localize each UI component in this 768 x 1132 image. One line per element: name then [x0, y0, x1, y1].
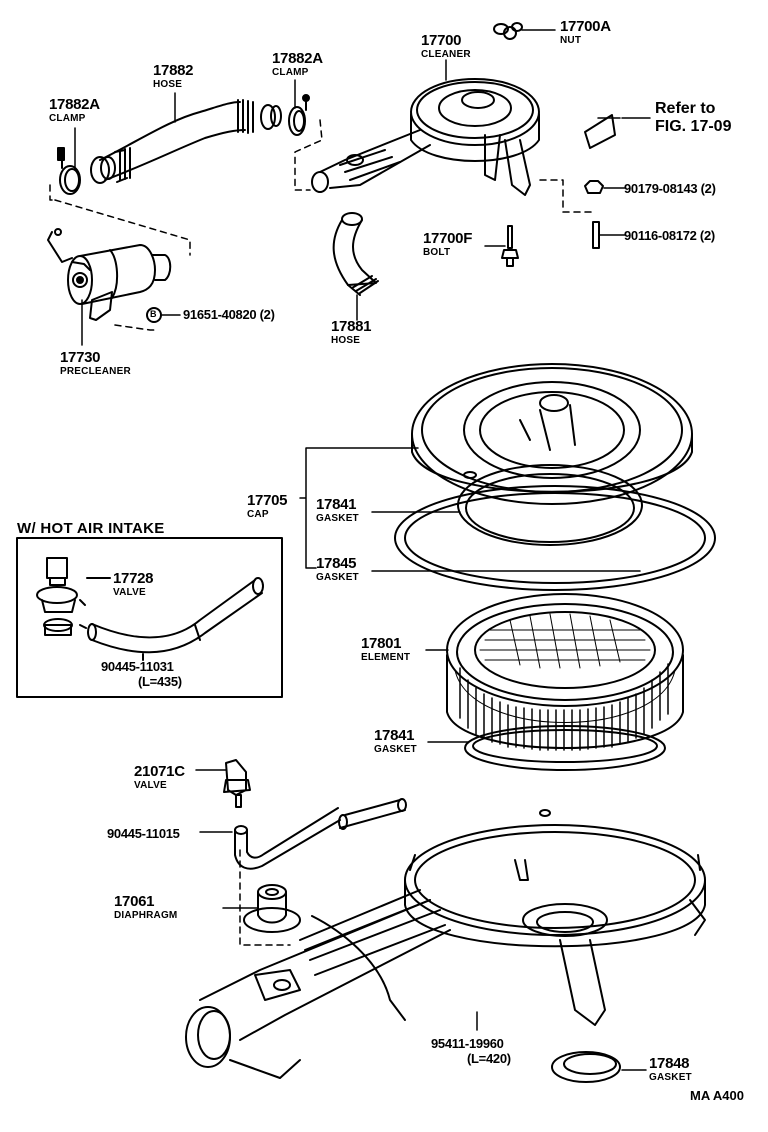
element-mesh	[479, 613, 651, 669]
part-name: VALVE	[113, 587, 146, 598]
label-element: 17801 ELEMENT	[361, 636, 410, 663]
hose-17882-drawing	[90, 99, 282, 184]
part-number: 17882	[153, 62, 194, 79]
part-number: 17881	[331, 318, 372, 335]
cap-drawing	[411, 363, 693, 505]
part-length: (L=435)	[138, 674, 182, 689]
label-gasket-17845: 17845 GASKET	[316, 556, 359, 583]
cleaner-drawing	[311, 78, 540, 196]
lower-housing-drawing	[185, 809, 706, 1079]
part-name: CAP	[247, 509, 269, 520]
label-nut-90179: 90179-08143 (2)	[624, 181, 716, 197]
label-nut: 17700A NUT	[560, 19, 611, 46]
part-number: 17841	[316, 496, 357, 513]
part-name: HOSE	[153, 79, 183, 90]
part-name: PRECLEANER	[60, 366, 131, 377]
label-gasket-17848: 17848 GASKET	[649, 1056, 692, 1083]
label-inset-hose: 90445-11031 (L=435)	[101, 660, 182, 688]
part-number: 90445-11015	[107, 826, 180, 841]
label-hose-17881: 17881 HOSE	[331, 318, 372, 346]
wing-nut-drawing	[493, 22, 556, 40]
label-cleaner: 17700 CLEANER	[421, 33, 471, 60]
label-diaphragm: 17061 DIAPHRAGM	[114, 894, 177, 921]
dashed-leader-lines	[49, 119, 596, 946]
label-valve-21071c: 21071C VALVE	[134, 764, 185, 791]
part-name: GASKET	[316, 513, 359, 524]
hose-17881-drawing	[332, 212, 379, 321]
inset-valve-drawing	[36, 557, 111, 636]
label-bolt-17700f: 17700F BOLT	[423, 231, 472, 258]
part-number: 17061	[114, 893, 155, 910]
bracket-drawing	[584, 114, 616, 149]
part-name: ELEMENT	[361, 652, 411, 663]
part-number: 91651-40820 (2)	[183, 307, 275, 322]
label-bolt-91651: 91651-40820 (2)	[183, 307, 275, 323]
clamp-left-drawing	[57, 147, 81, 195]
part-number: 17700A	[560, 18, 611, 35]
part-name: DIAPHRAGM	[114, 910, 178, 921]
part-number: 95411-19960	[431, 1036, 504, 1051]
label-gasket-17841-bottom: 17841 GASKET	[374, 728, 417, 755]
part-name: GASKET	[316, 572, 359, 583]
label-gasket-17841-top: 17841 GASKET	[316, 497, 359, 524]
stud-90116-drawing	[592, 221, 626, 249]
clamp-right-drawing	[288, 94, 310, 136]
part-name: BOLT	[423, 247, 451, 258]
bolt-17700f-drawing	[484, 225, 519, 267]
part-number: 17730	[60, 349, 101, 366]
part-number: 17801	[361, 635, 402, 652]
part-number: 17845	[316, 555, 357, 572]
part-number: 17700	[421, 32, 462, 49]
bolt-b-marker-circle	[146, 307, 162, 323]
part-length: (L=420)	[467, 1051, 511, 1066]
part-name: GASKET	[649, 1072, 692, 1083]
inset-box-frame	[16, 537, 283, 698]
part-number: 90445-11031	[101, 659, 174, 674]
part-number: 17848	[649, 1055, 690, 1072]
part-number: 21071C	[134, 763, 185, 780]
bolt-b-marker: B	[150, 309, 157, 319]
part-name: HOSE	[331, 335, 361, 346]
valve-21071c-drawing	[223, 759, 251, 808]
part-name: CLAMP	[272, 67, 309, 78]
part-name: CLAMP	[49, 113, 86, 124]
part-number: 17882A	[272, 50, 323, 67]
part-name: NUT	[560, 35, 582, 46]
label-hose-17882: 17882 HOSE	[153, 62, 194, 90]
part-number: 17705	[247, 492, 288, 509]
precleaner-drawing	[47, 228, 172, 321]
part-name: GASKET	[374, 744, 417, 755]
label-hose-95411: 95411-19960 (L=420)	[431, 1037, 511, 1065]
part-name: CLEANER	[421, 49, 471, 60]
part-name: VALVE	[134, 780, 167, 791]
label-hose-90445-11015: 90445-11015	[107, 826, 180, 842]
label-clamp-right: 17882A CLAMP	[272, 51, 323, 78]
label-stud-90116: 90116-08172 (2)	[624, 228, 715, 244]
gasket-17845-drawing	[394, 485, 716, 591]
part-number: 90179-08143 (2)	[624, 181, 716, 196]
nut-90179-drawing	[584, 180, 626, 194]
figure-code: MA A400	[690, 1088, 744, 1103]
part-number: 90116-08172 (2)	[624, 228, 715, 243]
label-inset-valve: 17728 VALVE	[113, 570, 154, 598]
part-number: 17700F	[423, 230, 473, 247]
gasket-17848-drawing	[551, 1051, 621, 1083]
label-clamp-left: 17882A CLAMP	[49, 97, 100, 124]
refer-line-1: Refer to	[655, 100, 716, 117]
label-precleaner: 17730 PRECLEANER	[60, 350, 131, 377]
inset-hose-drawing	[87, 577, 264, 661]
part-number: 17728	[113, 570, 154, 587]
hose-90445-11015-drawing	[234, 798, 407, 870]
refer-line-2: FIG. 17-09	[655, 118, 732, 135]
inset-title: W/ HOT AIR INTAKE	[17, 520, 165, 537]
gasket-17841-top-drawing	[457, 464, 643, 546]
label-cap: 17705 CAP	[247, 492, 288, 520]
part-number: 17841	[374, 727, 415, 744]
leader-lines	[74, 59, 647, 1071]
gasket-17841-bottom-drawing	[464, 725, 666, 771]
label-refer-to: Refer to FIG. 17-09	[655, 101, 731, 135]
part-number: 17882A	[49, 96, 100, 113]
diaphragm-drawing	[243, 884, 301, 933]
